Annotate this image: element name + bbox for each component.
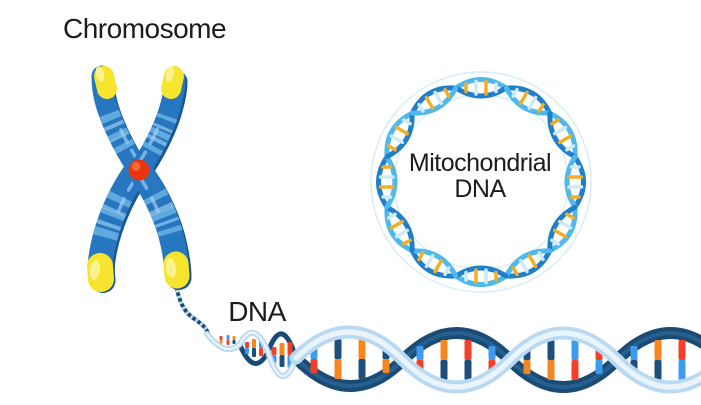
mitochondrial-dna-ring-icon	[370, 71, 592, 293]
dna-label: DNA	[228, 296, 286, 327]
mitochondrial-dna-label-line1: Mitochondrial	[408, 149, 552, 177]
chromosome-icon	[87, 65, 190, 292]
base-pair-rungs	[219, 335, 686, 380]
telomere-caps	[87, 66, 190, 292]
dna-supercoil-rope	[175, 288, 210, 335]
chromosome-label: Chromosome	[63, 13, 227, 44]
mitochondrial-dna-label: Mitochondrial DNA	[396, 150, 564, 202]
dna-double-helix-icon	[175, 288, 701, 394]
mitochondrial-dna-label-line2: DNA	[454, 175, 506, 203]
centromere-icon	[128, 159, 150, 181]
